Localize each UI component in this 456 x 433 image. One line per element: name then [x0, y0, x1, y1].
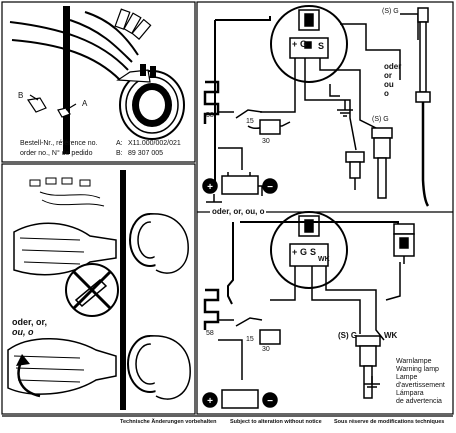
bottom-fuse-15: 15	[246, 336, 254, 343]
bottom-sensor-wk: WK	[384, 331, 398, 340]
sensor-top-long	[371, 127, 393, 199]
gauge-bottom-terminal-s: S	[310, 247, 317, 257]
gauge-top-terminal-g: G	[300, 39, 308, 49]
top-alternative-label: oder or ou o	[384, 62, 402, 98]
gauge-bottom-terminals	[289, 243, 329, 267]
part-a-number: X11.000/002/021	[128, 140, 181, 147]
hands-drawing	[7, 170, 191, 410]
part-label-a: A	[82, 99, 88, 108]
gauge-bottom-terminal-wk: WK	[318, 256, 330, 263]
gauge-body	[116, 64, 185, 140]
gauge-bottom-plus: +	[292, 247, 298, 257]
hands-alternative-label-2: ou, o	[12, 327, 34, 337]
install-cables	[9, 11, 139, 81]
bottom-sensor-g: (S) G	[338, 331, 358, 340]
wiring-divider-label: oder, or, ou, o	[210, 207, 267, 216]
install-connectors	[114, 8, 152, 40]
warning-lamp-caption-line: d'avertissement	[396, 382, 445, 389]
svg-text:+: +	[207, 182, 213, 193]
hands-alternative-label: oder, or,	[12, 317, 48, 327]
gauge-bottom-terminal-g: G	[300, 247, 308, 257]
warning-lamp	[393, 223, 415, 264]
warning-lamp-caption-line: Lampe	[396, 374, 418, 381]
order-number-line-1: Bestell-Nr., référence no.	[20, 140, 98, 147]
left-hand-lower	[7, 338, 117, 395]
footer-notice-de: Technische Änderungen vorbehalten	[120, 419, 217, 425]
warning-lamp-caption-line: Warnlampe	[396, 358, 432, 365]
wiring-panel-frame	[196, 1, 454, 415]
battery-top	[221, 175, 259, 195]
gauge-top-terminal-s: S	[318, 41, 325, 51]
hands-dashboard-wall	[120, 170, 126, 410]
hands-panel-frame	[1, 163, 196, 415]
footer-notice-fr: Sous réserve de modifications techniques	[334, 419, 445, 425]
order-number-line-2: order no., N° de pedido	[20, 150, 93, 157]
svg-text:−: −	[267, 396, 273, 407]
top-sensor-label: (S) G	[372, 116, 389, 123]
footer-notice-en: Subject to alteration without notice	[230, 419, 322, 425]
part-a-key: A:	[116, 140, 123, 147]
prohibited-tool-symbol	[65, 263, 119, 317]
battery-symbols: + − + −	[207, 182, 273, 407]
part-b-key: B:	[116, 150, 123, 157]
bottom-fuse-30: 30	[262, 346, 270, 353]
gauge-top-plus: +	[292, 39, 298, 49]
top-fuse-30: 30	[262, 138, 270, 145]
svg-text:−: −	[267, 182, 273, 193]
part-label-b: B	[18, 91, 24, 100]
warning-lamp-caption-line: Warning lamp	[396, 366, 439, 373]
battery-bottom	[221, 389, 259, 409]
dashboard-wall	[63, 6, 70, 154]
right-hand-lower	[149, 335, 191, 400]
top-g-label: (S) G	[382, 8, 399, 15]
top-fuse-15: 15	[246, 118, 254, 125]
sensor-top-short	[345, 151, 365, 190]
small-parts	[26, 94, 77, 118]
warning-lamp-caption-line: de advertencia	[396, 398, 442, 405]
top-fuse-58: 58	[206, 112, 214, 119]
install-panel-frame	[1, 1, 196, 163]
sensor-top-probe	[415, 7, 431, 207]
svg-text:+: +	[207, 396, 213, 407]
left-hand-upper	[13, 222, 117, 276]
part-b-number: 89 307 005	[128, 150, 164, 157]
right-hand-upper	[149, 213, 189, 274]
hands-connectors	[29, 177, 105, 207]
sensor-bottom	[355, 335, 381, 399]
bottom-fuse-58: 58	[206, 330, 214, 337]
install-drawing	[9, 6, 185, 154]
warning-lamp-caption-line: Lámpara	[396, 390, 424, 397]
wiring-top-drawing	[202, 5, 431, 207]
wiring-bottom-drawing	[202, 211, 415, 409]
warning-lamp-caption: Warnlampe Warning lamp Lampe d'avertisse…	[396, 358, 445, 406]
